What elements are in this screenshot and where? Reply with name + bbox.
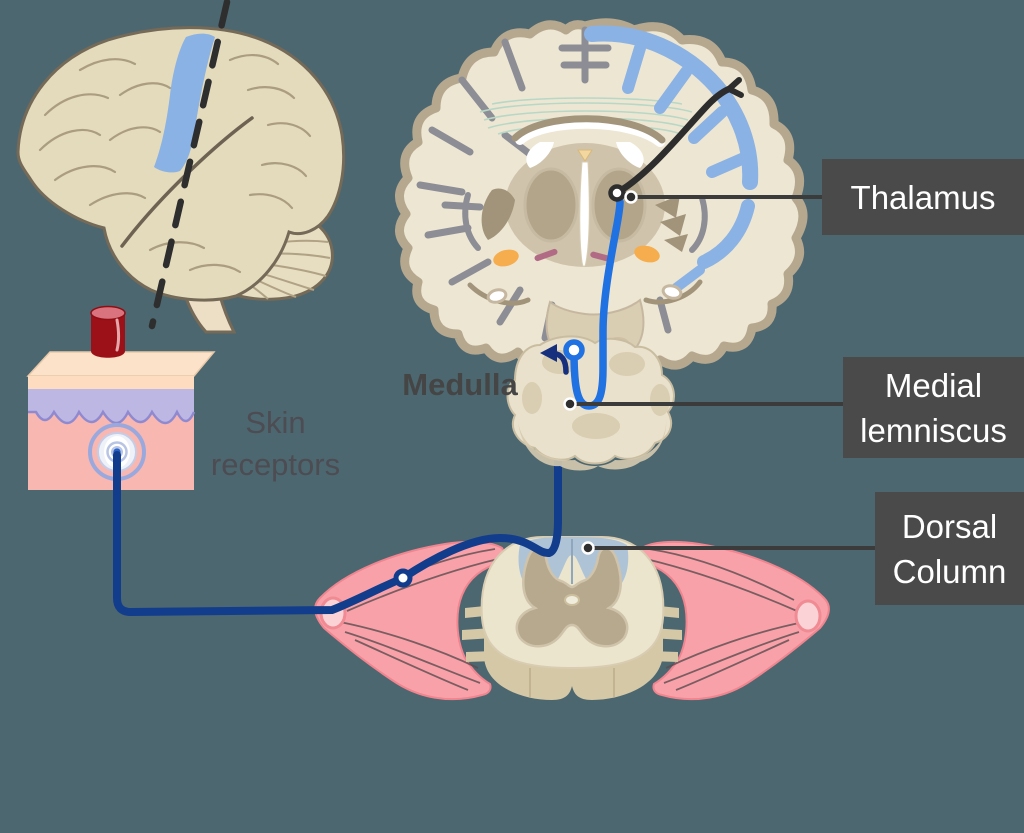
thalamus-label: Thalamus — [822, 159, 1024, 235]
thalamus-synapse-node — [608, 184, 626, 202]
medial-lemniscus-label: Medial lemniscus — [843, 357, 1024, 458]
medulla-nuclei-shading — [522, 350, 670, 439]
nerve-cut-end-right — [794, 599, 822, 633]
basal-ganglia-left — [481, 188, 515, 240]
skin-top-face — [26, 351, 216, 377]
spinal-cord-section — [314, 535, 830, 701]
lateral-brain — [16, 0, 346, 334]
medulla-annotation-text: Medulla — [402, 367, 518, 402]
postcentral-gyrus-highlight — [154, 33, 215, 173]
dorsal-column-label-line1: Dorsal — [901, 507, 998, 545]
gyri-lines — [38, 54, 312, 274]
epidermis-wavy-border — [28, 409, 196, 425]
decussation-arrow — [540, 344, 569, 375]
medulla-annotation: Medulla — [388, 367, 532, 403]
dorsal-column-label-line2: Column — [892, 552, 1007, 590]
thalamus-label-text: Thalamus — [850, 178, 996, 216]
dorsal-column-label: Dorsal Column — [875, 492, 1024, 605]
temporal-ventricle-right — [661, 284, 683, 300]
corpus-callosum — [511, 115, 666, 144]
skin-receptors-line1: Skin — [245, 405, 306, 440]
leader-lines — [570, 195, 875, 550]
central-canal — [564, 594, 580, 606]
epidermis-layer — [28, 389, 194, 423]
dorsal-column-leader-dot — [581, 541, 595, 555]
medial-lemniscus-leader-dot — [563, 397, 577, 411]
spinal-nerve-right — [638, 540, 830, 701]
nerve-striations — [339, 548, 805, 691]
epidermis-surface-strip — [28, 376, 194, 389]
medial-lemniscus-label-line1: Medial — [884, 366, 983, 404]
thalamus-left — [523, 167, 579, 243]
gracile-nucleus-synapse-node — [563, 339, 585, 361]
somatosensory-cortex-highlight — [584, 25, 759, 293]
lateral-ventricle-right — [616, 142, 644, 168]
temporal-ventricle-left — [486, 288, 508, 304]
amygdala-right — [634, 245, 660, 263]
third-order-neuron — [619, 77, 744, 193]
fornix — [577, 149, 593, 162]
third-ventricle — [579, 161, 590, 267]
thalamus-leader-dot — [624, 190, 638, 204]
leader-dots — [563, 190, 638, 555]
insula-left — [462, 192, 481, 251]
skin-receptors-line2: receptors — [210, 447, 341, 482]
corpus-callosum-white — [515, 118, 665, 147]
hippocampus-left — [534, 248, 558, 262]
medial-lemniscus-label-line2: lemniscus — [860, 411, 1007, 449]
basal-ganglia-right — [655, 195, 688, 252]
cord-wall-ridges — [529, 668, 615, 697]
insula-right — [689, 195, 708, 253]
amygdala-left — [493, 249, 519, 267]
section-plane-dashed-line — [148, 0, 231, 330]
first-order-neuron — [113, 440, 562, 617]
stimulus-cylinder — [90, 305, 126, 358]
dorsal-root-ganglion-node — [393, 568, 413, 588]
lateral-ventricle-left — [526, 142, 554, 168]
medulla-section — [506, 335, 675, 471]
skin-receptors-annotation: Skin receptors — [193, 402, 358, 486]
